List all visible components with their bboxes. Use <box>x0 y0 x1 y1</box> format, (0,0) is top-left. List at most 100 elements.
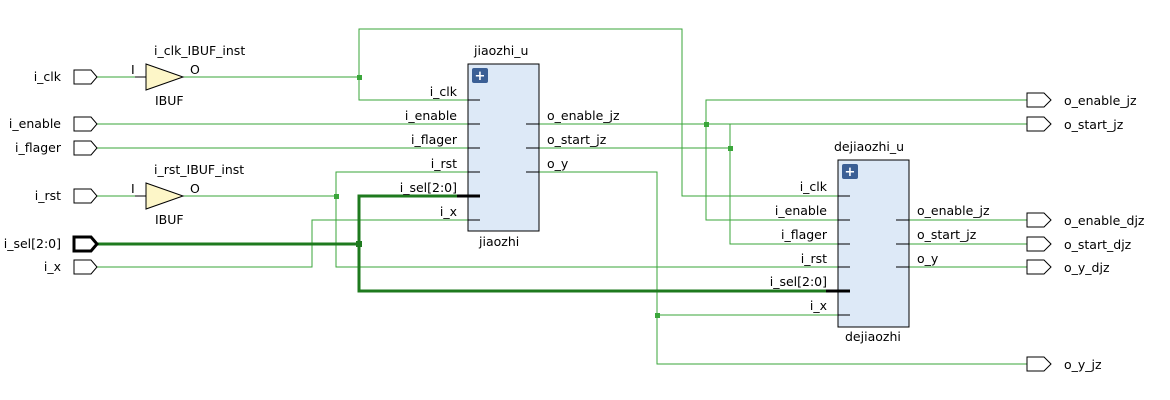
net-i-clk-to-dejiaozhi[interactable] <box>358 28 850 197</box>
input-bus-port-icon[interactable] <box>72 235 99 253</box>
port-label: i_sel[2:0] <box>4 236 61 251</box>
buffer-triangle-icon[interactable] <box>145 182 185 210</box>
junction-rst <box>334 194 339 199</box>
pin-label: i_sel[2:0] <box>400 180 457 195</box>
output-port-icon[interactable] <box>1026 116 1052 132</box>
dejiaozhi-input-pins <box>826 195 850 316</box>
junction-sel <box>356 241 362 247</box>
cell-type: dejiaozhi <box>845 329 901 344</box>
port-label: o_y_jz <box>1064 357 1102 372</box>
jiaozhi-input-pins <box>457 99 480 221</box>
junction-start-jz <box>728 146 733 151</box>
output-port-icon[interactable] <box>1026 259 1052 275</box>
port-label: o_enable_jz <box>1064 93 1137 108</box>
pin-label: i_enable <box>775 203 827 218</box>
port-label: o_start_jz <box>1064 117 1124 132</box>
output-ports: o_enable_jz o_start_jz o_enable_djz o_st… <box>1026 92 1145 372</box>
plus-icon[interactable] <box>842 164 858 179</box>
net-o-enable-jz-to-dejiaozhi[interactable] <box>705 124 850 221</box>
instance-name: dejiaozhi_u <box>834 139 904 154</box>
cell-type: jiaozhi <box>478 234 519 249</box>
dejiaozhi-output-pins <box>896 219 909 268</box>
port-i-flager[interactable]: i_flager <box>15 140 98 156</box>
net-i-rst-to-dejiaozhi[interactable] <box>335 196 850 268</box>
port-i-enable[interactable]: i_enable <box>9 116 98 132</box>
pin-label: i_rst <box>801 251 827 266</box>
port-i-sel[interactable]: i_sel[2:0] <box>4 235 99 253</box>
instance-name: i_rst_IBUF_inst <box>154 162 244 177</box>
port-i-x[interactable]: i_x <box>44 259 98 275</box>
net-i-rst-to-jiaozhi[interactable] <box>335 171 480 196</box>
pin-label: i_x <box>810 298 827 313</box>
plus-icon[interactable] <box>472 68 488 83</box>
net-o-y-jz[interactable] <box>526 171 1027 365</box>
port-i-clk[interactable]: i_clk <box>34 69 98 85</box>
ibuf-clk[interactable]: i_clk_IBUF_inst I O IBUF <box>131 43 245 108</box>
net-i-clk-to-jiaozhi[interactable] <box>183 76 480 101</box>
port-o-y-djz[interactable]: o_y_djz <box>1026 259 1110 275</box>
pin-label: i_flager <box>411 132 458 147</box>
port-label: i_clk <box>34 69 62 84</box>
junctions <box>334 75 733 318</box>
junction-o-y <box>655 313 660 318</box>
cell-type: IBUF <box>155 93 184 108</box>
pin-label: i_sel[2:0] <box>770 274 827 289</box>
jiaozhi-output-pins <box>526 123 539 173</box>
junction-enable-jz <box>704 122 709 127</box>
pin-label: o_y <box>917 251 939 266</box>
port-o-start-jz[interactable]: o_start_jz <box>1026 116 1124 132</box>
plus-glyph: + <box>845 165 856 180</box>
port-label: o_start_djz <box>1064 237 1132 252</box>
bus-i-sel-to-jiaozhi[interactable] <box>357 194 480 244</box>
port-i-rst[interactable]: i_rst <box>35 188 98 204</box>
pin-label: i_flager <box>781 227 828 242</box>
port-label: i_rst <box>35 188 61 203</box>
pin-label-i: I <box>131 181 135 196</box>
pin-label: i_enable <box>405 108 457 123</box>
pin-label: o_enable_jz <box>547 108 620 123</box>
plus-glyph: + <box>475 69 486 84</box>
input-port-icon[interactable] <box>73 69 98 85</box>
net-o-start-jz-to-dejiaozhi[interactable] <box>729 148 850 245</box>
bus-i-sel-to-dejiaozhi[interactable] <box>357 244 850 293</box>
expand-button[interactable]: + <box>842 164 858 180</box>
pin-label-i: I <box>131 62 135 77</box>
instance-name: i_clk_IBUF_inst <box>154 43 245 58</box>
output-port-icon[interactable] <box>1026 212 1052 228</box>
expand-button[interactable]: + <box>472 68 488 84</box>
cell-type: IBUF <box>155 212 184 227</box>
pin-label: o_start_jz <box>547 132 607 147</box>
pin-label: o_enable_jz <box>917 203 990 218</box>
output-port-icon[interactable] <box>1026 92 1052 108</box>
port-label: i_flager <box>15 140 62 155</box>
input-port-icon[interactable] <box>73 188 98 204</box>
pin-label-o: O <box>190 181 200 196</box>
buffer-triangle-icon[interactable] <box>145 63 185 91</box>
input-port-icon[interactable] <box>73 116 98 132</box>
port-o-enable-djz[interactable]: o_enable_djz <box>1026 212 1145 228</box>
pin-label: i_x <box>440 204 457 219</box>
port-label: o_enable_djz <box>1064 213 1145 228</box>
port-label: o_y_djz <box>1064 260 1110 275</box>
port-o-start-djz[interactable]: o_start_djz <box>1026 236 1132 252</box>
pin-label: o_y <box>547 156 569 171</box>
pin-label-o: O <box>190 62 200 77</box>
port-o-enable-jz[interactable]: o_enable_jz <box>1026 92 1137 108</box>
wires <box>97 28 1027 365</box>
instance-name: jiaozhi_u <box>473 43 528 58</box>
port-label: i_x <box>44 259 61 274</box>
ibuf-rst[interactable]: i_rst_IBUF_inst I O IBUF <box>131 162 244 227</box>
input-port-icon[interactable] <box>73 140 98 156</box>
jiaozhi-cell[interactable]: jiaozhi_u + jiaozhi i_clk i_enable i_fla… <box>400 43 620 249</box>
output-port-icon[interactable] <box>1026 356 1052 372</box>
sel-bus[interactable] <box>97 194 850 293</box>
junction-clk <box>357 75 362 80</box>
pin-label: i_rst <box>431 156 457 171</box>
dejiaozhi-cell[interactable]: dejiaozhi_u + dejiaozhi i_clk i_enable i… <box>770 139 990 344</box>
net-o-enable-jz-port[interactable] <box>705 99 1027 124</box>
input-port-icon[interactable] <box>73 259 98 275</box>
port-o-y-jz[interactable]: o_y_jz <box>1026 356 1102 372</box>
pin-label: i_clk <box>430 84 458 99</box>
output-port-icon[interactable] <box>1026 236 1052 252</box>
